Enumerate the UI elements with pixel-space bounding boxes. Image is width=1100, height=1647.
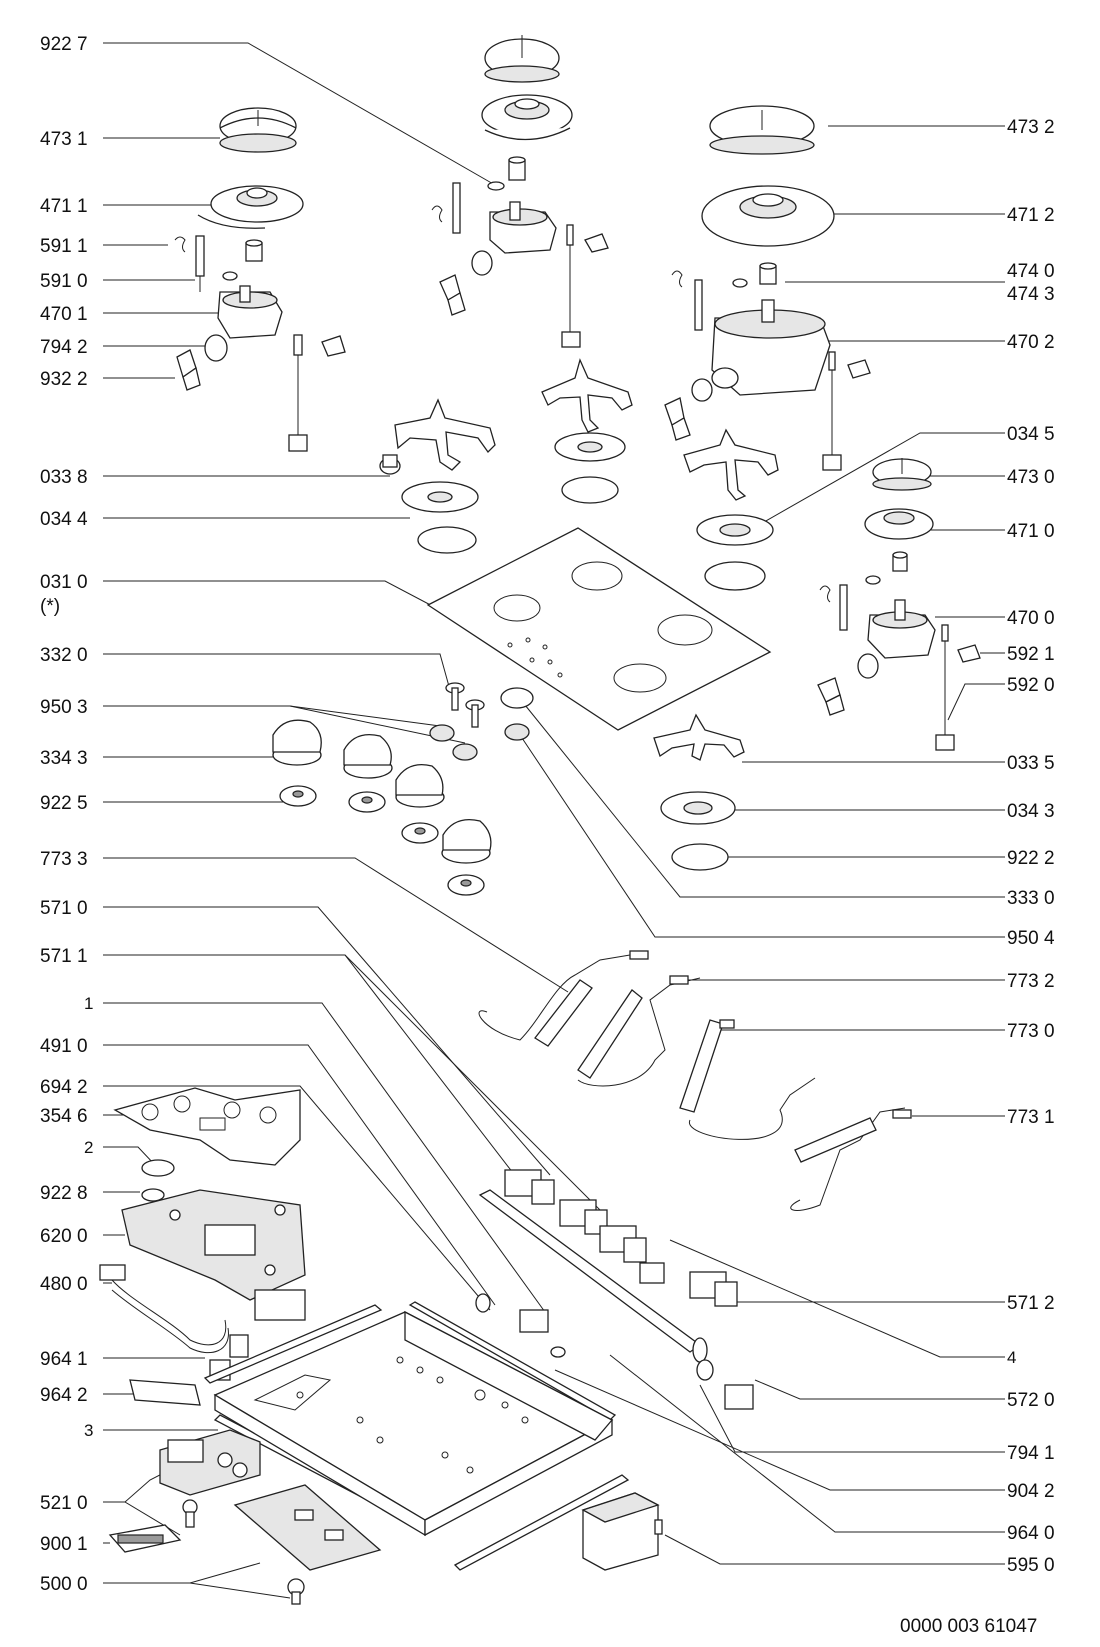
label-572-0: 572 0 [1007, 1390, 1055, 1411]
label-471-0: 471 0 [1007, 521, 1055, 542]
label-470-1: 470 1 [40, 304, 88, 325]
label-470-0: 470 0 [1007, 608, 1055, 629]
label-031-0: 031 0 [40, 572, 88, 593]
callout-labels: 922 7 473 1 471 1 591 1 591 0 470 1 794 … [40, 34, 1055, 1637]
control-electronics [99, 1087, 306, 1381]
gas-valves [478, 1169, 754, 1410]
label-773-0: 773 0 [1007, 1021, 1055, 1042]
label-773-1: 773 1 [1007, 1107, 1055, 1128]
bottom-tray [213, 1293, 614, 1537]
pan-support-right [683, 428, 779, 591]
label-922-8: 922 8 [40, 1183, 88, 1204]
burner-right [664, 105, 871, 471]
label-900-1: 900 1 [40, 1534, 88, 1555]
knob-4 [441, 818, 492, 896]
leader-lines [103, 42, 1005, 1599]
label-794-1: 794 1 [1007, 1443, 1055, 1464]
label-950-4: 950 4 [1007, 928, 1055, 949]
knob-1 [272, 719, 322, 807]
label-950-3: 950 3 [40, 697, 88, 718]
label-474-3: 474 3 [1007, 284, 1055, 305]
document-number: 0000 003 61047 [900, 1616, 1037, 1637]
label-491-0: 491 0 [40, 1036, 88, 1057]
label-904-2: 904 2 [1007, 1481, 1055, 1502]
label-500-0: 500 0 [40, 1574, 88, 1595]
knob-2 [343, 733, 393, 813]
label-592-0: 592 0 [1007, 675, 1055, 696]
label-521-0: 521 0 [40, 1493, 88, 1514]
pan-support-lower-right [653, 713, 745, 871]
label-033-8: 033 8 [40, 467, 88, 488]
parts [99, 35, 981, 1605]
label-964-1: 964 1 [40, 1349, 88, 1370]
label-334-3: 334 3 [40, 748, 88, 769]
label-3: 3 [84, 1421, 93, 1440]
label-473-2: 473 2 [1007, 117, 1055, 138]
ignition-unit [581, 1492, 663, 1571]
label-474-0: 474 0 [1007, 261, 1055, 282]
label-034-3: 034 3 [1007, 801, 1055, 822]
label-354-6: 354 6 [40, 1106, 88, 1127]
label-922-5: 922 5 [40, 793, 88, 814]
label-620-0: 620 0 [40, 1226, 88, 1247]
label-470-2: 470 2 [1007, 332, 1055, 353]
label-473-0: 473 0 [1007, 467, 1055, 488]
label-034-5: 034 5 [1007, 424, 1055, 445]
glass-hob-top [426, 527, 772, 731]
label-592-1: 592 1 [1007, 644, 1055, 665]
label-794-2: 794 2 [40, 337, 88, 358]
label-471-1: 471 1 [40, 196, 88, 217]
label-471-2: 471 2 [1007, 205, 1055, 226]
label-591-0: 591 0 [40, 271, 88, 292]
label-2: 2 [84, 1138, 93, 1157]
label-031-0-note: (*) [40, 596, 60, 617]
label-694-2: 694 2 [40, 1077, 88, 1098]
label-964-0: 964 0 [1007, 1523, 1055, 1544]
pan-support-left [379, 398, 496, 554]
label-332-0: 332 0 [40, 645, 88, 666]
label-571-2: 571 2 [1007, 1293, 1055, 1314]
gas-pipes [478, 950, 912, 1211]
label-034-4: 034 4 [40, 509, 88, 530]
label-333-0: 333 0 [1007, 888, 1055, 909]
ignition-electronics [108, 1429, 382, 1605]
label-033-5: 033 5 [1007, 753, 1055, 774]
label-571-0: 571 0 [40, 898, 88, 919]
label-773-3: 773 3 [40, 849, 88, 870]
burner-left [174, 107, 346, 452]
label-922-7: 922 7 [40, 34, 88, 55]
label-591-1: 591 1 [40, 236, 88, 257]
label-595-0: 595 0 [1007, 1555, 1055, 1576]
label-473-1: 473 1 [40, 129, 88, 150]
control-knobs [272, 682, 534, 896]
label-480-0: 480 0 [40, 1274, 88, 1295]
burner-small-right [817, 458, 981, 751]
strips [129, 1301, 630, 1571]
label-773-2: 773 2 [1007, 971, 1055, 992]
label-922-2: 922 2 [1007, 848, 1055, 869]
knob-3 [395, 763, 445, 844]
burner-center [431, 35, 609, 348]
pan-support-center [541, 358, 633, 504]
label-571-1: 571 1 [40, 946, 88, 967]
label-964-2: 964 2 [40, 1385, 88, 1406]
label-4: 4 [1007, 1348, 1016, 1367]
label-1: 1 [84, 994, 93, 1013]
label-932-2: 932 2 [40, 369, 88, 390]
